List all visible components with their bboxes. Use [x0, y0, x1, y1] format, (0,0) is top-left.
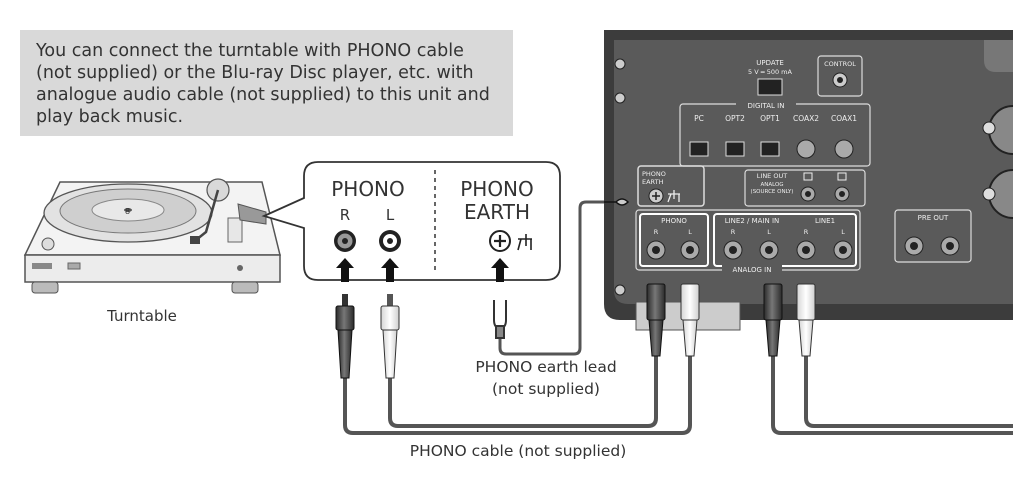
- phono-earth-terminal: [489, 230, 511, 252]
- callout-earth-title-1: PHONO: [460, 177, 534, 201]
- intro-note: You can connect the turntable with PHONO…: [20, 30, 513, 136]
- line-out-jacks: [800, 172, 850, 202]
- analog-in-jack-pin: [802, 246, 810, 254]
- digital-port-label: PC: [694, 114, 704, 123]
- analog-jack-channel: L: [767, 228, 771, 236]
- digital-port-jack: [760, 141, 780, 157]
- callout-r-label: R: [340, 206, 350, 224]
- pre-out-label: PRE OUT: [918, 214, 949, 222]
- panel-phono-label: PHONO: [661, 217, 687, 225]
- analog-in-jack-pin: [765, 246, 773, 254]
- control-label: CONTROL: [824, 60, 856, 68]
- line-out-sub2: (SOURCE ONLY): [751, 189, 794, 195]
- panel-plug-phono-r: [646, 283, 666, 357]
- panel-plug-line2-l: [796, 283, 816, 357]
- analog-in-jack-pin: [839, 246, 847, 254]
- line-out-sub1: ANALOG: [760, 182, 783, 188]
- earth-lead-caption-2: (not supplied): [492, 380, 600, 398]
- ground-symbol-icon: [517, 234, 532, 251]
- phono-cable-caption: PHONO cable (not supplied): [410, 442, 627, 460]
- digital-port-jack: [834, 139, 854, 159]
- digital-port-jack: [689, 141, 709, 157]
- update-spec: 5 V ═ 500 mA: [748, 68, 792, 76]
- callout-earth-title-2: EARTH: [464, 200, 530, 224]
- analog-jack-channel: L: [841, 228, 845, 236]
- analog-in-label: ANALOG IN: [733, 266, 772, 274]
- turntable-caption: Turntable: [106, 307, 177, 325]
- analog-in-jack-pin: [729, 246, 737, 254]
- panel-plug-line2-r: [763, 283, 783, 357]
- analog-in-jack-pin: [686, 246, 694, 254]
- phono-r-jack: [334, 230, 356, 252]
- arrow-earth-icon: [491, 258, 509, 282]
- digital-in-label: DIGITAL IN: [748, 102, 785, 110]
- earth-spade-lug: [493, 300, 507, 339]
- digital-port-jack: [796, 139, 816, 159]
- analog-jack-channel: R: [654, 228, 659, 236]
- panel-phono-earth-2: EARTH: [642, 178, 664, 186]
- digital-port-label: OPT2: [725, 114, 745, 123]
- callout-l-label: L: [386, 206, 395, 224]
- panel-earth-terminal: [648, 188, 664, 204]
- analog-jack-channel: L: [688, 228, 692, 236]
- line2-label: LINE2 / MAIN IN: [725, 217, 780, 225]
- analog-in-jack-pin: [652, 246, 660, 254]
- line2-cable: [771, 355, 1013, 435]
- usb-port: [757, 78, 783, 96]
- digital-port-label: OPT1: [760, 114, 780, 123]
- arrow-r-icon: [336, 258, 354, 282]
- turntable-badge: 8: [125, 207, 130, 216]
- digital-port-jack: [725, 141, 745, 157]
- panel-phono-earth-1: PHONO: [642, 170, 666, 178]
- pre-out-jacks: [904, 236, 960, 256]
- digital-port-label: COAX1: [831, 114, 857, 123]
- earth-lead: [498, 200, 604, 356]
- rca-plug-l: [380, 294, 400, 379]
- control-jack: [832, 72, 848, 88]
- earth-lead-caption-1: PHONO earth lead: [475, 358, 616, 376]
- update-label: UPDATE: [756, 59, 784, 67]
- intro-text: You can connect the turntable with PHONO…: [36, 41, 490, 127]
- analog-jack-channel: R: [804, 228, 809, 236]
- callout-bubble: [261, 161, 561, 281]
- analog-jack-channel: R: [731, 228, 736, 236]
- line-out-label: LINE OUT: [757, 172, 787, 180]
- phono-cable: [343, 355, 692, 435]
- rca-plug-r: [335, 294, 355, 379]
- arrow-l-icon: [381, 258, 399, 282]
- digital-port-label: COAX2: [793, 114, 819, 123]
- phono-l-jack: [379, 230, 401, 252]
- panel-plug-phono-l: [680, 283, 700, 357]
- callout-phono-title: PHONO: [331, 177, 405, 201]
- turntable-illustration: 8: [23, 178, 281, 294]
- line1-label: LINE1: [815, 217, 835, 225]
